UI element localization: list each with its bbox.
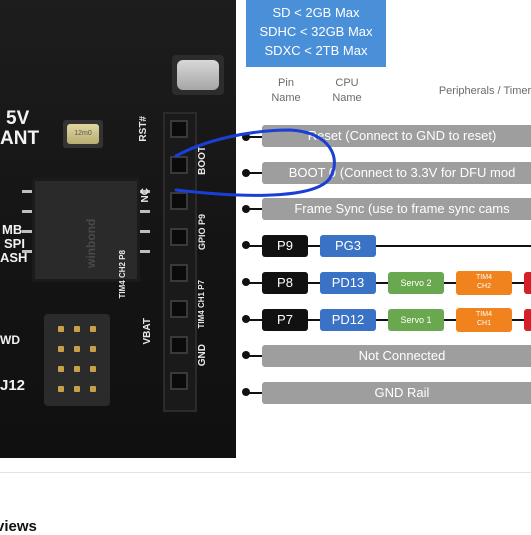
header-peripherals: Peripherals / Timer — [438, 85, 531, 97]
row-boot0: BOOT 0 (Connect to 3.3V for DFU mod — [262, 162, 531, 184]
servo-2: Servo 2 — [388, 272, 444, 294]
silk-wd: WD — [0, 333, 20, 347]
silk-ant: ANT — [0, 128, 40, 149]
sd-line-1: SD < 2GB Max — [272, 5, 360, 20]
silk-boot: BOOT — [197, 146, 208, 175]
silk-spi: SPI — [4, 236, 25, 251]
row-not-connected: Not Connected — [262, 345, 531, 367]
silk-rst: RST# — [138, 116, 149, 142]
flash-chip: winbond — [32, 178, 140, 282]
pin-p8: P8 — [262, 272, 308, 294]
silk-mb: MB — [2, 222, 23, 237]
sd-line-2: SDHC < 32GB Max — [259, 24, 373, 39]
red-tag-p7 — [524, 309, 531, 331]
silk-ash: ASH — [0, 250, 28, 265]
cpu-pd13: PD13 — [320, 272, 376, 294]
silk-tim4-ch2: TIM4 CH2 P8 — [118, 250, 127, 299]
divider — [0, 472, 531, 473]
cpu-pd12: PD12 — [320, 309, 376, 331]
sd-line-3: SDXC < 2TB Max — [264, 43, 368, 58]
silk-j12: J12 — [0, 377, 26, 394]
pin-p9: P9 — [262, 235, 308, 257]
crystal-oscillator — [172, 55, 224, 95]
sd-card-info: SD < 2GB Max SDHC < 32GB Max SDXC < 2TB … — [246, 0, 386, 67]
header-pin-name: Pin Name — [271, 77, 301, 104]
row-frame-sync: Frame Sync (use to frame sync cams — [262, 198, 531, 220]
silk-gpio: GPIO P9 — [197, 214, 207, 251]
silk-5v: 5V — [6, 108, 30, 129]
j12-connector — [44, 314, 110, 406]
silk-nc: NC — [140, 188, 151, 203]
cpu-pg3: PG3 — [320, 235, 376, 257]
silk-vbat: VBAT — [142, 318, 153, 345]
reviews-heading: views — [0, 518, 37, 535]
pin-p7: P7 — [262, 309, 308, 331]
silk-tim4-ch1: TIM4 CH1 P7 — [197, 280, 206, 329]
row-gnd-rail: GND Rail — [262, 382, 531, 404]
header-cpu-name: CPU Name — [332, 77, 362, 104]
silk-gnd: GND — [197, 344, 208, 367]
row-reset: Reset (Connect to GND to reset) — [262, 125, 531, 147]
crystal-small: 12m0 — [63, 120, 103, 148]
red-tag-p8 — [524, 272, 531, 294]
board-photo: 5V ANT 12m0 winbond MB SPI ASH WD J12 RS… — [0, 0, 236, 458]
servo-1: Servo 1 — [388, 309, 444, 331]
